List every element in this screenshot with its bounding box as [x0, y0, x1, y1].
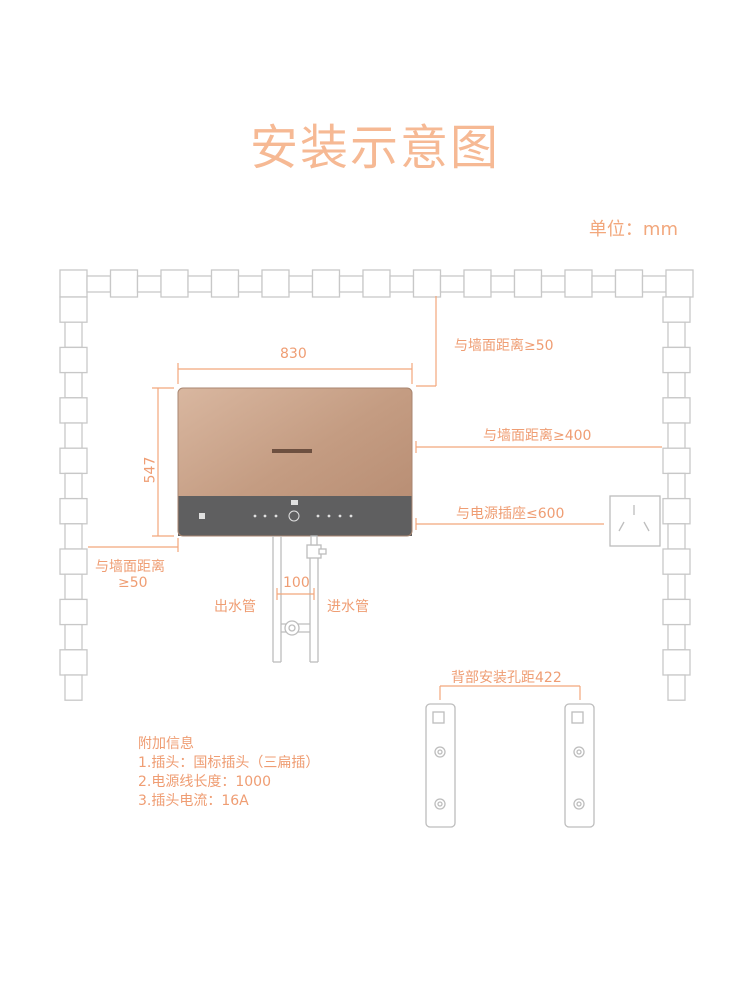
wall-top-distance-label: 与墙面距离≥50	[454, 338, 554, 354]
bracket-spacing-label: 背部安装孔距422	[451, 670, 562, 686]
info-line: 2.电源线长度：1000	[138, 774, 271, 790]
inlet-pipe-label: 进水管	[327, 599, 369, 615]
info-line: 1.插头：国标插头（三扁插）	[138, 755, 320, 771]
info-heading: 附加信息	[138, 736, 194, 752]
info-line: 3.插头电流：16A	[138, 793, 249, 809]
power-socket	[609, 495, 661, 547]
wall-left-distance-label: 与墙面距离	[95, 559, 165, 575]
brand-logo	[272, 449, 312, 453]
control-panel	[199, 500, 353, 522]
pipes	[272, 535, 327, 663]
mounting-brackets	[425, 703, 595, 828]
socket-distance-label: 与电源插座≤600	[456, 506, 565, 522]
additional-info: 附加信息 1.插头：国标插头（三扁插） 2.电源线长度：1000 3.插头电流：…	[138, 735, 319, 811]
dimension-lines	[88, 296, 662, 700]
water-heater	[177, 387, 413, 537]
unit-label: 单位：mm	[588, 219, 678, 240]
wall-left-distance-value: ≥50	[118, 575, 148, 591]
wall-bricks	[59, 269, 694, 701]
wall-right-distance-label: 与墙面距离≥400	[483, 428, 592, 444]
pipe-spacing-label: 100	[283, 575, 310, 591]
page-title: 安装示意图	[249, 120, 500, 176]
height-label: 547	[142, 456, 159, 484]
outlet-pipe-label: 出水管	[214, 599, 256, 615]
width-label: 830	[280, 346, 307, 362]
